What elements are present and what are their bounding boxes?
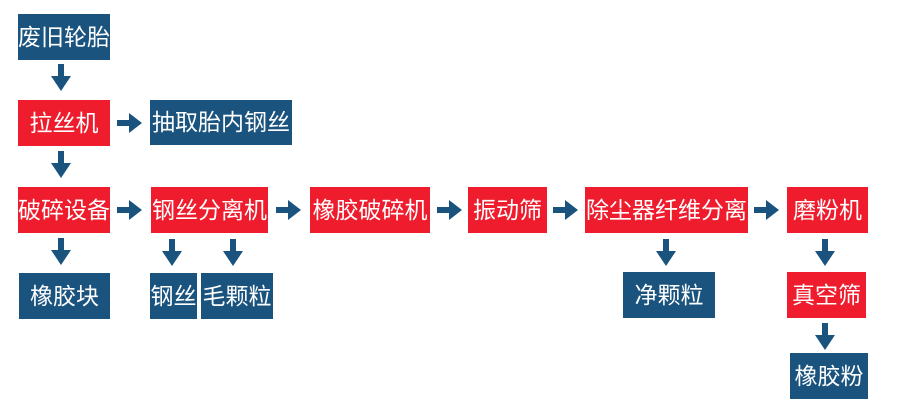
node-waste-tires: 废旧轮胎 [18, 14, 110, 60]
node-steel-wire: 钢丝 [150, 273, 197, 319]
arrow-down-icon [814, 239, 836, 267]
arrow-down-icon [161, 239, 183, 267]
arrow-right-icon [117, 199, 143, 221]
arrow-down-icon [50, 151, 72, 179]
node-dust-collector-fiber-separation: 除尘器纤维分离 [585, 187, 748, 233]
arrow-down-icon [814, 323, 836, 351]
node-coarse-granules: 毛颗粒 [201, 273, 273, 319]
node-vacuum-screen: 真空筛 [787, 272, 866, 318]
node-rubber-powder: 橡胶粉 [790, 353, 868, 399]
arrow-down-icon [222, 239, 244, 267]
node-crushing-equipment: 破碎设备 [18, 187, 110, 233]
node-vibrating-screen: 振动筛 [468, 187, 547, 233]
node-extract-tire-steel-wire: 抽取胎内钢丝 [150, 100, 292, 145]
node-grinding-machine: 磨粉机 [787, 187, 868, 233]
node-rubber-blocks: 橡胶块 [19, 273, 110, 319]
node-wire-drawing-machine: 拉丝机 [18, 100, 110, 146]
arrow-down-icon [50, 238, 72, 266]
node-steel-wire-separator: 钢丝分离机 [151, 187, 268, 233]
node-clean-granules: 净颗粒 [623, 272, 715, 318]
arrow-right-icon [276, 199, 302, 221]
node-rubber-crusher: 橡胶破碎机 [310, 187, 430, 233]
arrow-right-icon [437, 199, 463, 221]
arrow-down-icon [50, 64, 72, 92]
arrow-right-icon [553, 199, 579, 221]
arrow-right-icon [754, 199, 780, 221]
arrow-down-icon [655, 239, 677, 267]
arrow-right-icon [117, 112, 143, 134]
